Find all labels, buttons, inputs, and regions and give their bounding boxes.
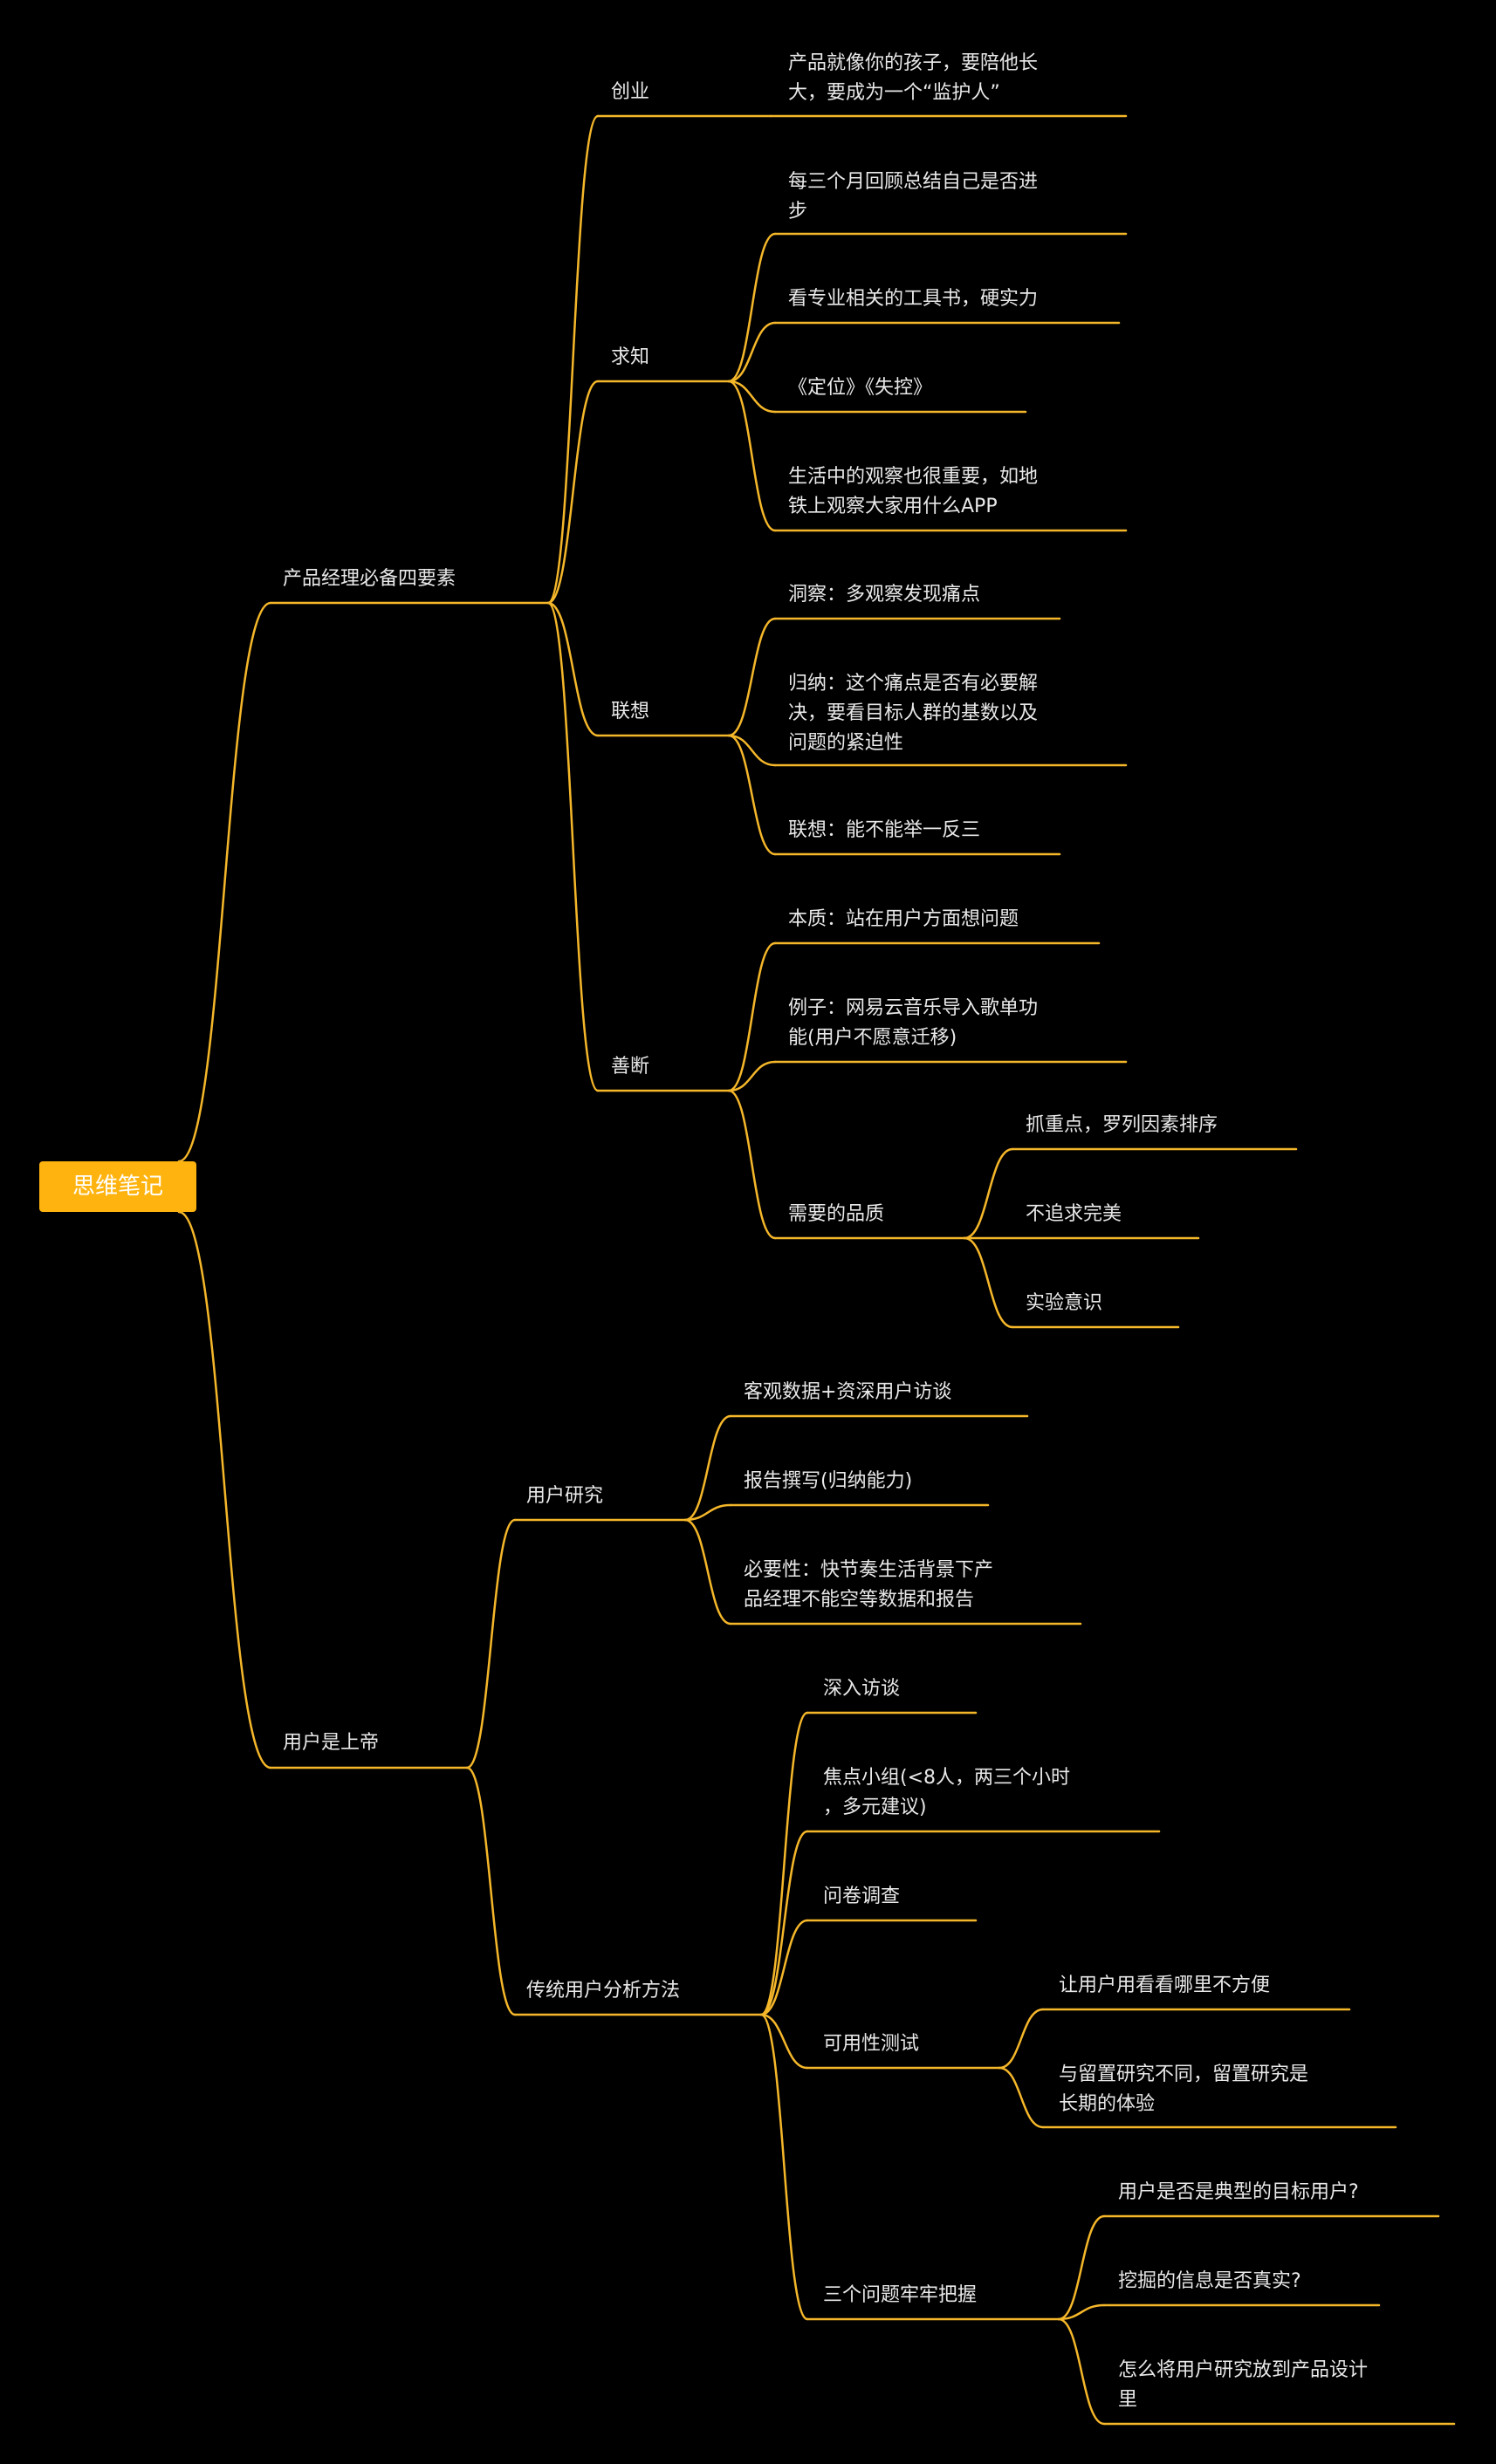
edge-methods-usability [759,2013,809,2070]
edge-research-2 [683,1518,732,1626]
topic-three-questions[interactable]: 三个问题牢牢把握 [823,2284,978,2306]
topic-required-qualities[interactable]: 需要的品质 [788,1203,885,1225]
topic-learning[interactable]: 求知 [611,346,650,368]
topic-association[interactable]: 联想 [611,701,650,722]
edge-qiuzhi-1 [727,321,777,383]
topic-entrepreneurship[interactable]: 创业 [611,81,650,103]
leaf-induction[interactable]: 归纳：这个痛点是否有必要解 决，要看目标人群的基数以及 问题的紧迫性 [788,673,1039,754]
edge-research-1 [683,1503,732,1522]
edge-research-0 [683,1414,732,1522]
leaf-not-perfectionism[interactable]: 不追求完美 [1026,1203,1122,1225]
edge-shanduan-quality [727,1089,777,1240]
edge-lianxiang-2 [727,734,777,856]
leaf-focus-group[interactable]: 焦点小组(<8人，两三个小时 ，多元建议) [823,1767,1071,1818]
topic-judgment[interactable]: 善断 [611,1056,650,1078]
leaf-report-writing[interactable]: 报告撰写(归纳能力) [744,1470,913,1492]
leaf-insight[interactable]: 洞察：多观察发现痛点 [788,584,981,606]
leaf-questionnaire[interactable]: 问卷调查 [823,1886,901,1907]
edge-branch1-chuangye [546,114,600,605]
edge-methods-0 [759,1711,809,2016]
leaf-netease-example[interactable]: 例子：网易云音乐导入歌单功 能(用户不愿意迁移) [788,997,1039,1049]
leaf-essence[interactable]: 本质：站在用户方面想问题 [788,908,1019,930]
leaf-daily-observation[interactable]: 生活中的观察也很重要，如地 铁上观察大家用什么APP [788,466,1039,517]
edge-three-1 [1057,2303,1106,2321]
edge-shanduan-0 [727,941,777,1092]
root-node-label: 思维笔记 [72,1174,163,1200]
edge-branch1-shanduan [546,601,600,1092]
leaf-necessity[interactable]: 必要性：快节奏生活背景下产 品经理不能空等数据和报告 [744,1559,994,1611]
edge-lianxiang-0 [727,617,777,737]
edge-branch1-qiuzhi [546,380,600,605]
edge-usability-0 [998,2008,1045,2070]
leaf-quarterly-review[interactable]: 每三个月回顾总结自己是否进 步 [788,171,1039,222]
leaf-diary-study[interactable]: 与留置研究不同，留置研究是 长期的体验 [1059,2064,1309,2115]
branch-product-manager-essentials[interactable]: 产品经理必备四要素 [283,568,456,590]
topic-user-research[interactable]: 用户研究 [526,1485,604,1507]
edge-shanduan-1 [727,1060,777,1092]
edge-root-branch1 [177,601,272,1163]
leaf-typical-user[interactable]: 用户是否是典型的目标用户? [1118,2181,1359,2203]
topic-usability-test[interactable]: 可用性测试 [823,2033,920,2055]
root-node[interactable] [39,1161,196,1212]
leaf-association[interactable]: 联想：能不能举一反三 [788,819,981,841]
edge-methods-three [759,2013,809,2321]
leaf-book-titles[interactable]: 《定位》《失控》 [788,377,933,399]
leaf-product-like-child[interactable]: 产品就像你的孩子，要陪他长 大，要成为一个“监护人” [788,52,1039,104]
edge-three-2 [1057,2317,1106,2426]
edge-usability-1 [998,2066,1045,2129]
edge-qiuzhi-0 [727,232,777,383]
edge-root-branch2 [177,1210,272,1769]
leaf-professional-books[interactable]: 看专业相关的工具书，硬实力 [788,288,1039,310]
topic-traditional-methods[interactable]: 传统用户分析方法 [526,1980,681,2002]
edge-qiuzhi-3 [727,380,777,532]
leaf-find-inconvenience[interactable]: 让用户用看看哪里不方便 [1059,1975,1271,1996]
edge-methods-1 [759,1830,809,2016]
edge-quality-0 [963,1147,1014,1240]
edge-branch1-lianxiang [546,601,600,737]
edge-branch2-research [465,1518,517,1769]
leaf-info-authentic[interactable]: 挖掘的信息是否真实? [1118,2270,1301,2292]
leaf-experiment-mindset[interactable]: 实验意识 [1026,1292,1103,1314]
edge-quality-2 [963,1236,1014,1329]
leaf-objective-data[interactable]: 客观数据+资深用户访谈 [744,1381,952,1403]
leaf-in-depth-interview[interactable]: 深入访谈 [823,1678,901,1700]
edge-qiuzhi-2 [727,380,777,414]
edge-three-0 [1057,2214,1106,2321]
edge-methods-2 [759,1919,809,2016]
edge-lianxiang-1 [727,734,777,767]
edge-branch2-methods [465,1766,517,2016]
leaf-apply-to-design[interactable]: 怎么将用户研究放到产品设计 里 [1118,2359,1369,2411]
branch-user-is-god[interactable]: 用户是上帝 [283,1732,380,1754]
leaf-focus-priorities[interactable]: 抓重点，罗列因素排序 [1026,1114,1218,1136]
